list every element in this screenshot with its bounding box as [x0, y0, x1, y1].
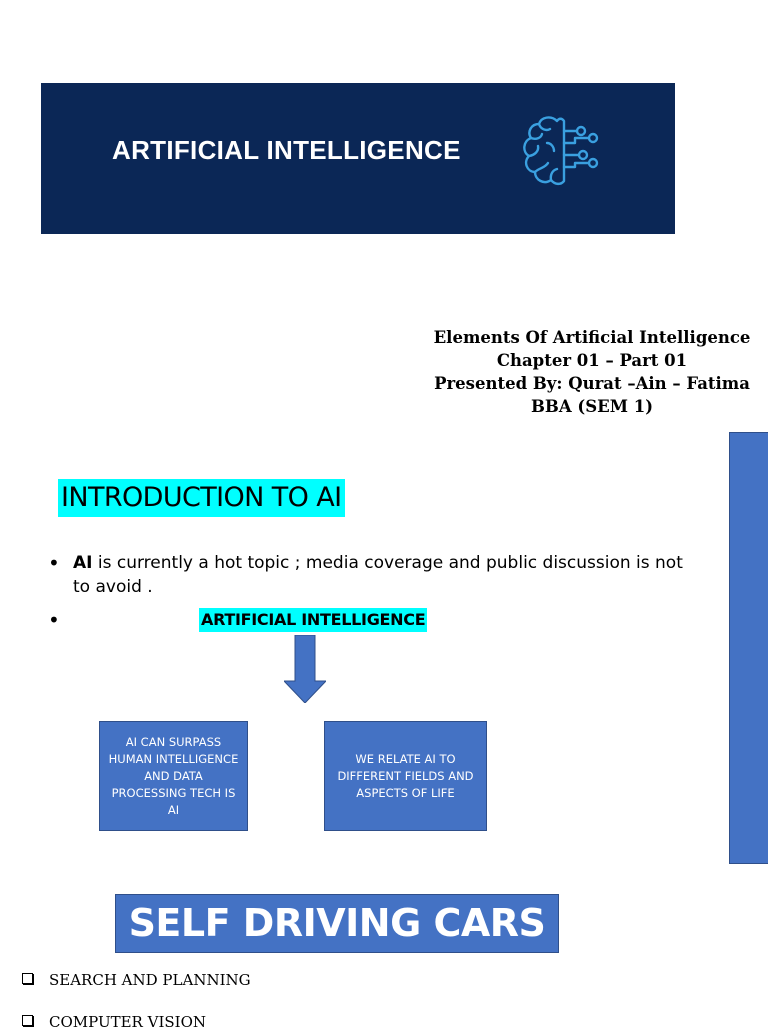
bullet-text-1: AI is currently a hot topic ; media cove…: [73, 551, 693, 599]
brain-circuit-icon: [523, 116, 599, 186]
chapter-label: Chapter 01 – Part 01: [496, 351, 688, 370]
banner-title: ARTIFICIAL INTELLIGENCE: [112, 135, 461, 165]
self-driving-heading: SELF DRIVING CARS: [115, 894, 559, 953]
info-box-surpass: AI CAN SURPASS HUMAN INTELLIGENCE AND DA…: [99, 721, 248, 831]
title-banner: ARTIFICIAL INTELLIGENCE: [41, 83, 675, 234]
list-item: COMPUTER VISION: [22, 1012, 206, 1032]
side-decorative-bar: [729, 432, 768, 864]
list-item-label: COMPUTER VISION: [49, 1013, 207, 1031]
ai-highlight-label: ARTIFICIAL INTELLIGENCE: [199, 608, 428, 632]
info-box-fields: WE RELATE AI TO DIFFERENT FIELDS AND ASP…: [324, 721, 487, 831]
presentation-subtitle: Elements Of Artificial Intelligence Chap…: [400, 326, 768, 418]
checkbox-bullet-icon: [22, 1015, 33, 1026]
presenter-label: Presented By: Qurat –Ain – Fatima: [434, 374, 750, 393]
bullet-bold: AI: [73, 553, 93, 573]
bullet-dot: •: [48, 608, 60, 632]
list-item-label: SEARCH AND PLANNING: [49, 971, 251, 989]
bullet-body: is currently a hot topic ; media coverag…: [73, 553, 683, 597]
course-title: Elements Of Artificial Intelligence: [433, 328, 751, 347]
intro-heading: INTRODUCTION TO AI: [58, 479, 345, 517]
list-item: SEARCH AND PLANNING: [22, 970, 251, 990]
program-label: BBA (SEM 1): [530, 397, 654, 416]
info-box-text: AI CAN SURPASS HUMAN INTELLIGENCE AND DA…: [108, 734, 239, 817]
checkbox-bullet-icon: [22, 973, 33, 984]
down-arrow-icon: [284, 635, 326, 703]
info-box-text: WE RELATE AI TO DIFFERENT FIELDS AND ASP…: [337, 751, 474, 800]
bullet-dot: •: [48, 551, 60, 575]
